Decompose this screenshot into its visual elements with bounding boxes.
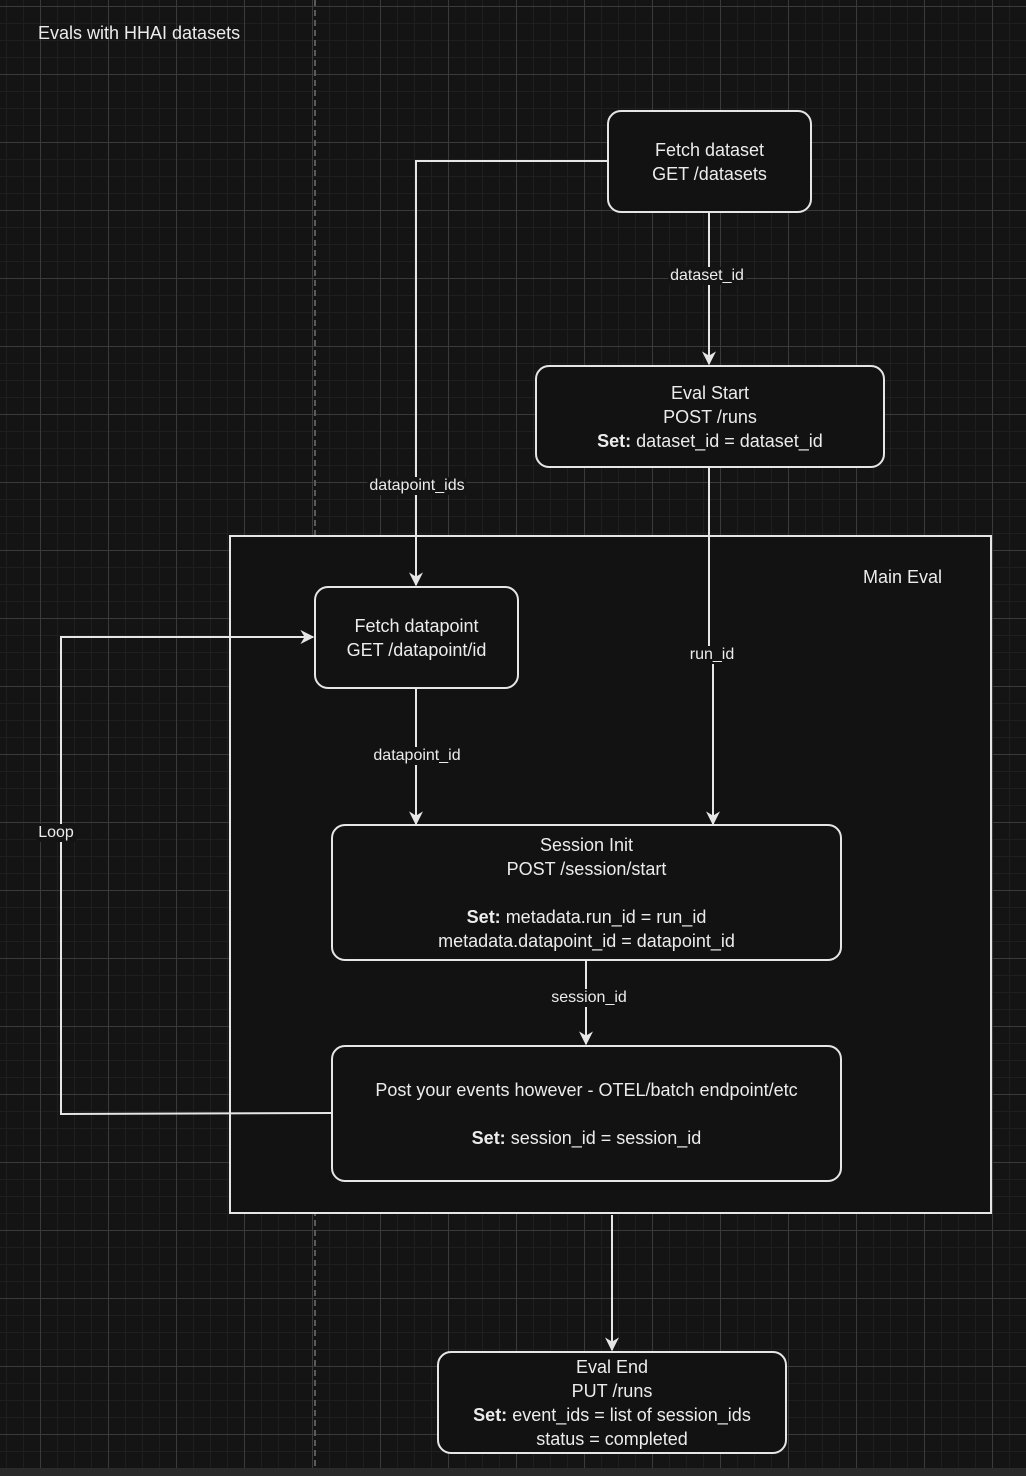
node-eval-end[interactable]: Eval End PUT /runs Set: event_ids = list… [437,1351,787,1454]
node-fetch-dataset[interactable]: Fetch dataset GET /datasets [607,110,812,213]
node-title: Fetch datapoint [354,615,479,636]
node-endpoint: POST /session/start [506,859,667,879]
node-title: Fetch dataset [654,139,765,160]
node-title: Eval Start [670,382,750,403]
edge-label-loop: Loop [36,824,76,842]
set-keyword: Set: [473,1404,508,1425]
node-title: Eval End [575,1356,649,1377]
node-set-line: Set: dataset_id = dataset_id [597,429,823,453]
edge-label-datapoint-ids: datapoint_ids [367,477,467,495]
set-keyword: Set: [466,907,501,927]
node-session-init[interactable]: Session Init POST /session/start Set: me… [331,824,842,961]
node-set-line: Set: session_id = session_id [472,1126,702,1150]
edge-label-session-id: session_id [549,989,629,1007]
set-value: dataset_id = dataset_id [631,430,823,451]
node-set-line: Set: event_ids = list of session_ids [473,1403,751,1427]
node-set-line: Set: metadata.run_id = run_id [467,905,707,929]
main-eval-label: Main Eval [863,567,943,587]
node-set-line-2: status = completed [536,1428,688,1449]
edge-label-datapoint-id: datapoint_id [371,747,463,765]
set-value: metadata.run_id = run_id [500,907,707,927]
node-eval-start[interactable]: Eval Start POST /runs Set: dataset_id = … [535,365,885,468]
node-endpoint: GET /datapoint/id [346,639,487,660]
node-fetch-datapoint[interactable]: Fetch datapoint GET /datapoint/id [314,586,519,689]
node-set-line-2: metadata.datapoint_id = datapoint_id [438,931,735,951]
set-value: session_id = session_id [505,1127,702,1148]
edge-label-dataset-id: dataset_id [668,267,746,285]
node-title: Post your events however - OTEL/batch en… [375,1079,798,1100]
set-keyword: Set: [597,430,632,451]
node-endpoint: PUT /runs [571,1380,653,1401]
node-endpoint: GET /datasets [652,163,767,184]
node-title: Session Init [539,835,634,855]
node-endpoint: POST /runs [663,406,757,427]
edge-label-run-id: run_id [687,646,737,664]
diagram-title: Evals with HHAI datasets [38,23,241,43]
set-keyword: Set: [471,1127,506,1148]
set-value: event_ids = list of session_ids [507,1404,751,1425]
node-post-events[interactable]: Post your events however - OTEL/batch en… [331,1045,842,1182]
canvas-bottom-edge [0,1468,1026,1476]
